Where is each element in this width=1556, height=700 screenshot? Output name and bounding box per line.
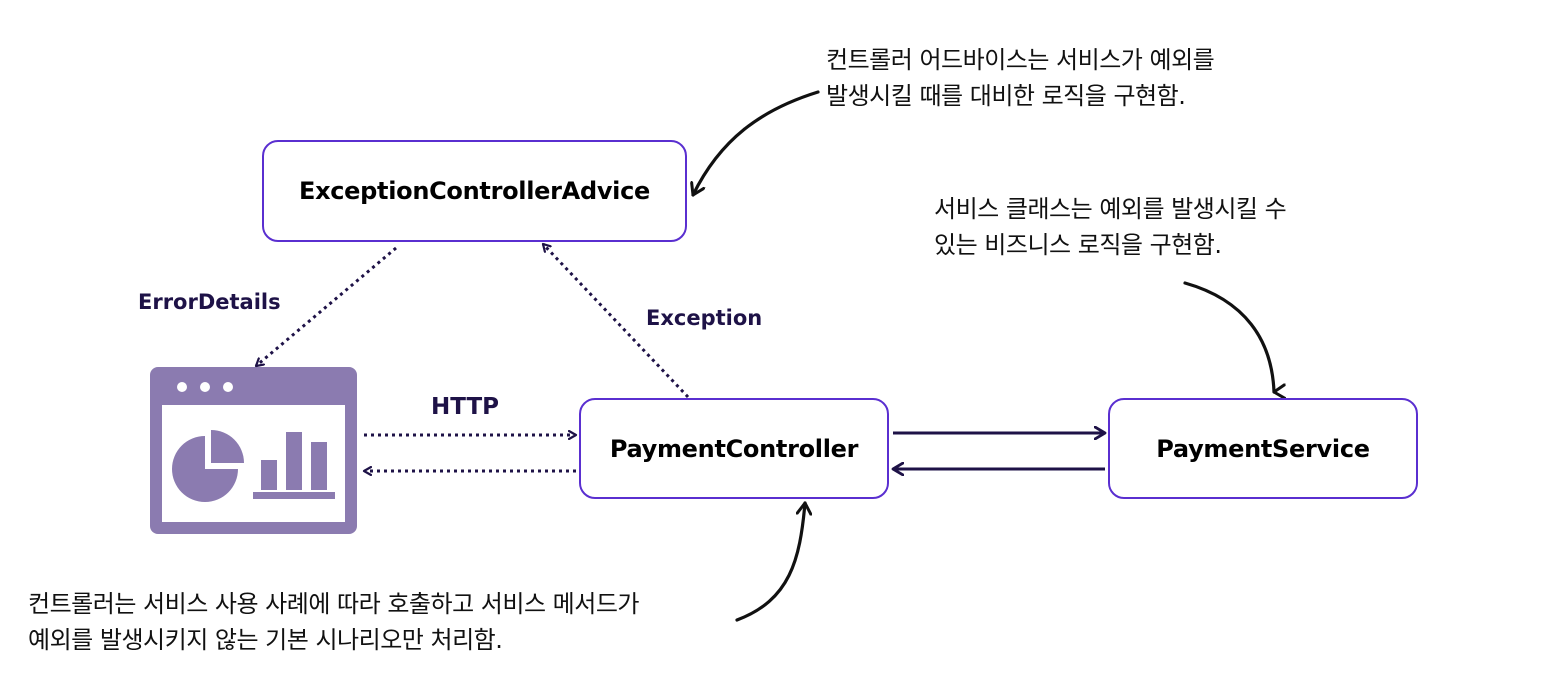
exception-controller-advice-label: ExceptionControllerAdvice: [298, 177, 650, 205]
service-note: 서비스 클래스는 예외를 발생시킬 수 있는 비즈니스 로직을 구현함.: [934, 191, 1287, 263]
controller-note-arrow: [735, 501, 805, 622]
payment-controller-node: PaymentController: [579, 398, 889, 499]
controller-note: 컨트롤러는 서비스 사용 사례에 따라 호출하고 서비스 메서드가 예외를 발생…: [28, 586, 639, 658]
advice-note-line-2: 발생시킬 때를 대비한 로직을 구현함.: [826, 82, 1186, 110]
payment-controller-label: PaymentController: [609, 434, 859, 463]
error-details-arrow: [256, 246, 397, 368]
payment-service-label: PaymentService: [1156, 434, 1370, 463]
advice-note-line-1: 컨트롤러 어드바이스는 서비스가 예외를: [826, 46, 1215, 74]
browser-dashboard-icon: [150, 367, 357, 534]
exception-label: Exception: [646, 306, 763, 330]
controller-note-line-2: 예외를 발생시키지 않는 기본 시나리오만 처리함.: [28, 626, 503, 654]
service-note-arrow: [1183, 281, 1274, 392]
error-details-label: ErrorDetails: [138, 290, 281, 314]
service-note-line-1: 서비스 클래스는 예외를 발생시킬 수: [934, 195, 1287, 223]
service-note-line-2: 있는 비즈니스 로직을 구현함.: [934, 231, 1222, 259]
payment-service-node: PaymentService: [1108, 398, 1418, 499]
http-label: HTTP: [431, 394, 500, 420]
exception-arrow: [543, 244, 690, 399]
exception-controller-advice-node: ExceptionControllerAdvice: [262, 140, 687, 242]
advice-note: 컨트롤러 어드바이스는 서비스가 예외를 발생시킬 때를 대비한 로직을 구현함…: [826, 42, 1215, 114]
advice-note-arrow: [693, 90, 820, 197]
controller-note-line-1: 컨트롤러는 서비스 사용 사례에 따라 호출하고 서비스 메서드가: [28, 590, 639, 618]
